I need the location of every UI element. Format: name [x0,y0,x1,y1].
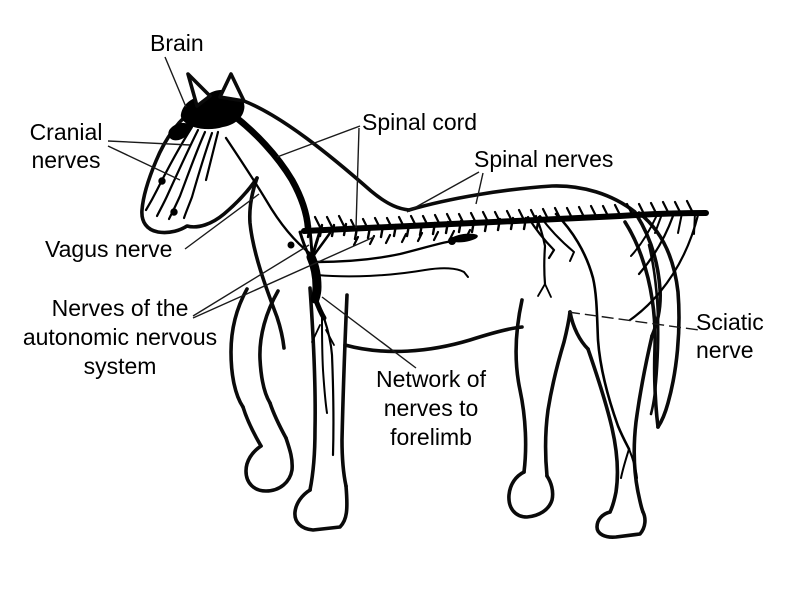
leader-sciatic [567,311,700,331]
ganglion-dot [287,241,295,249]
head-outline [140,105,259,235]
leader-cranial-upper [107,140,191,146]
raised-foreleg-cannon [241,401,288,448]
label-autonomic-nerves: Nerves of the autonomic nervous system [22,295,218,379]
near-foreleg-front [308,286,317,492]
leader-spinalcord-back [355,127,360,229]
right-ear [218,72,246,103]
far-hindleg-hoof [507,470,555,519]
vagus-nerve-path [224,136,314,257]
sciatic-nerve-path [554,212,631,451]
autonomic-chain [314,233,478,278]
leader-spinalnerves-a [406,171,480,213]
far-hindleg-front [514,298,528,474]
spine-lower-ticks [352,228,472,247]
label-brain: Brain [150,30,204,56]
label-forelimb-network: Network of nerves to forelimb [376,366,486,450]
forelimb-nerves [311,316,335,457]
left-ear [186,72,212,108]
leader-brain [164,56,187,108]
leader-autonomic-b [192,236,375,319]
leader-network [321,296,417,369]
label-spinal-nerves: Spinal nerves [474,146,614,172]
spinal-cord-neck [229,111,312,232]
near-hindleg-front [586,347,620,514]
raised-foreleg-inner [258,289,280,405]
label-spinal-cord: Spinal cord [362,109,478,135]
label-sciatic-nerve: Sciatic nerve [696,309,764,363]
near-hindleg-hoof [595,510,647,539]
spinal-nerve-ticks [306,199,694,247]
near-foreleg-back [340,293,349,488]
leader-spinalcord-neck [276,125,361,158]
brachial-plexus [287,228,332,321]
chain-ganglion-blob [450,233,478,243]
cranial-nerve-dot [158,177,166,185]
far-hindleg-back [543,310,572,478]
near-hindleg-back [632,334,654,514]
plexus-stalk [312,295,327,321]
hindlimb-sciatic-nerves [526,212,700,479]
spine-upper-ticks [313,199,694,232]
leader-lines [107,56,700,369]
tail-middle-strand [647,243,660,416]
cranial-nerve-dot [170,208,178,216]
near-foreleg-hoof [293,484,349,532]
groin-line [568,310,590,351]
ears [186,72,246,108]
raised-foreleg-outer [229,287,249,409]
haunch-line [634,212,662,338]
leader-autonomic-a [192,244,310,317]
leader-cranial-lower [107,145,181,181]
neck-top-line [242,99,411,212]
leader-spinalnerves-b [475,172,484,205]
throat-chest-line [247,176,286,350]
back-line [407,184,637,214]
tail-outer [637,211,681,429]
cranial-nerves [144,125,220,221]
raised-foreleg-hoof [244,436,294,493]
belly-line [343,325,524,354]
dangling-branch [534,214,547,286]
horse-outline [140,99,681,539]
label-cranial-nerves: Cranial nerves [29,119,103,173]
label-vagus-nerve: Vagus nerve [45,236,173,262]
leader-vagus [184,193,260,250]
